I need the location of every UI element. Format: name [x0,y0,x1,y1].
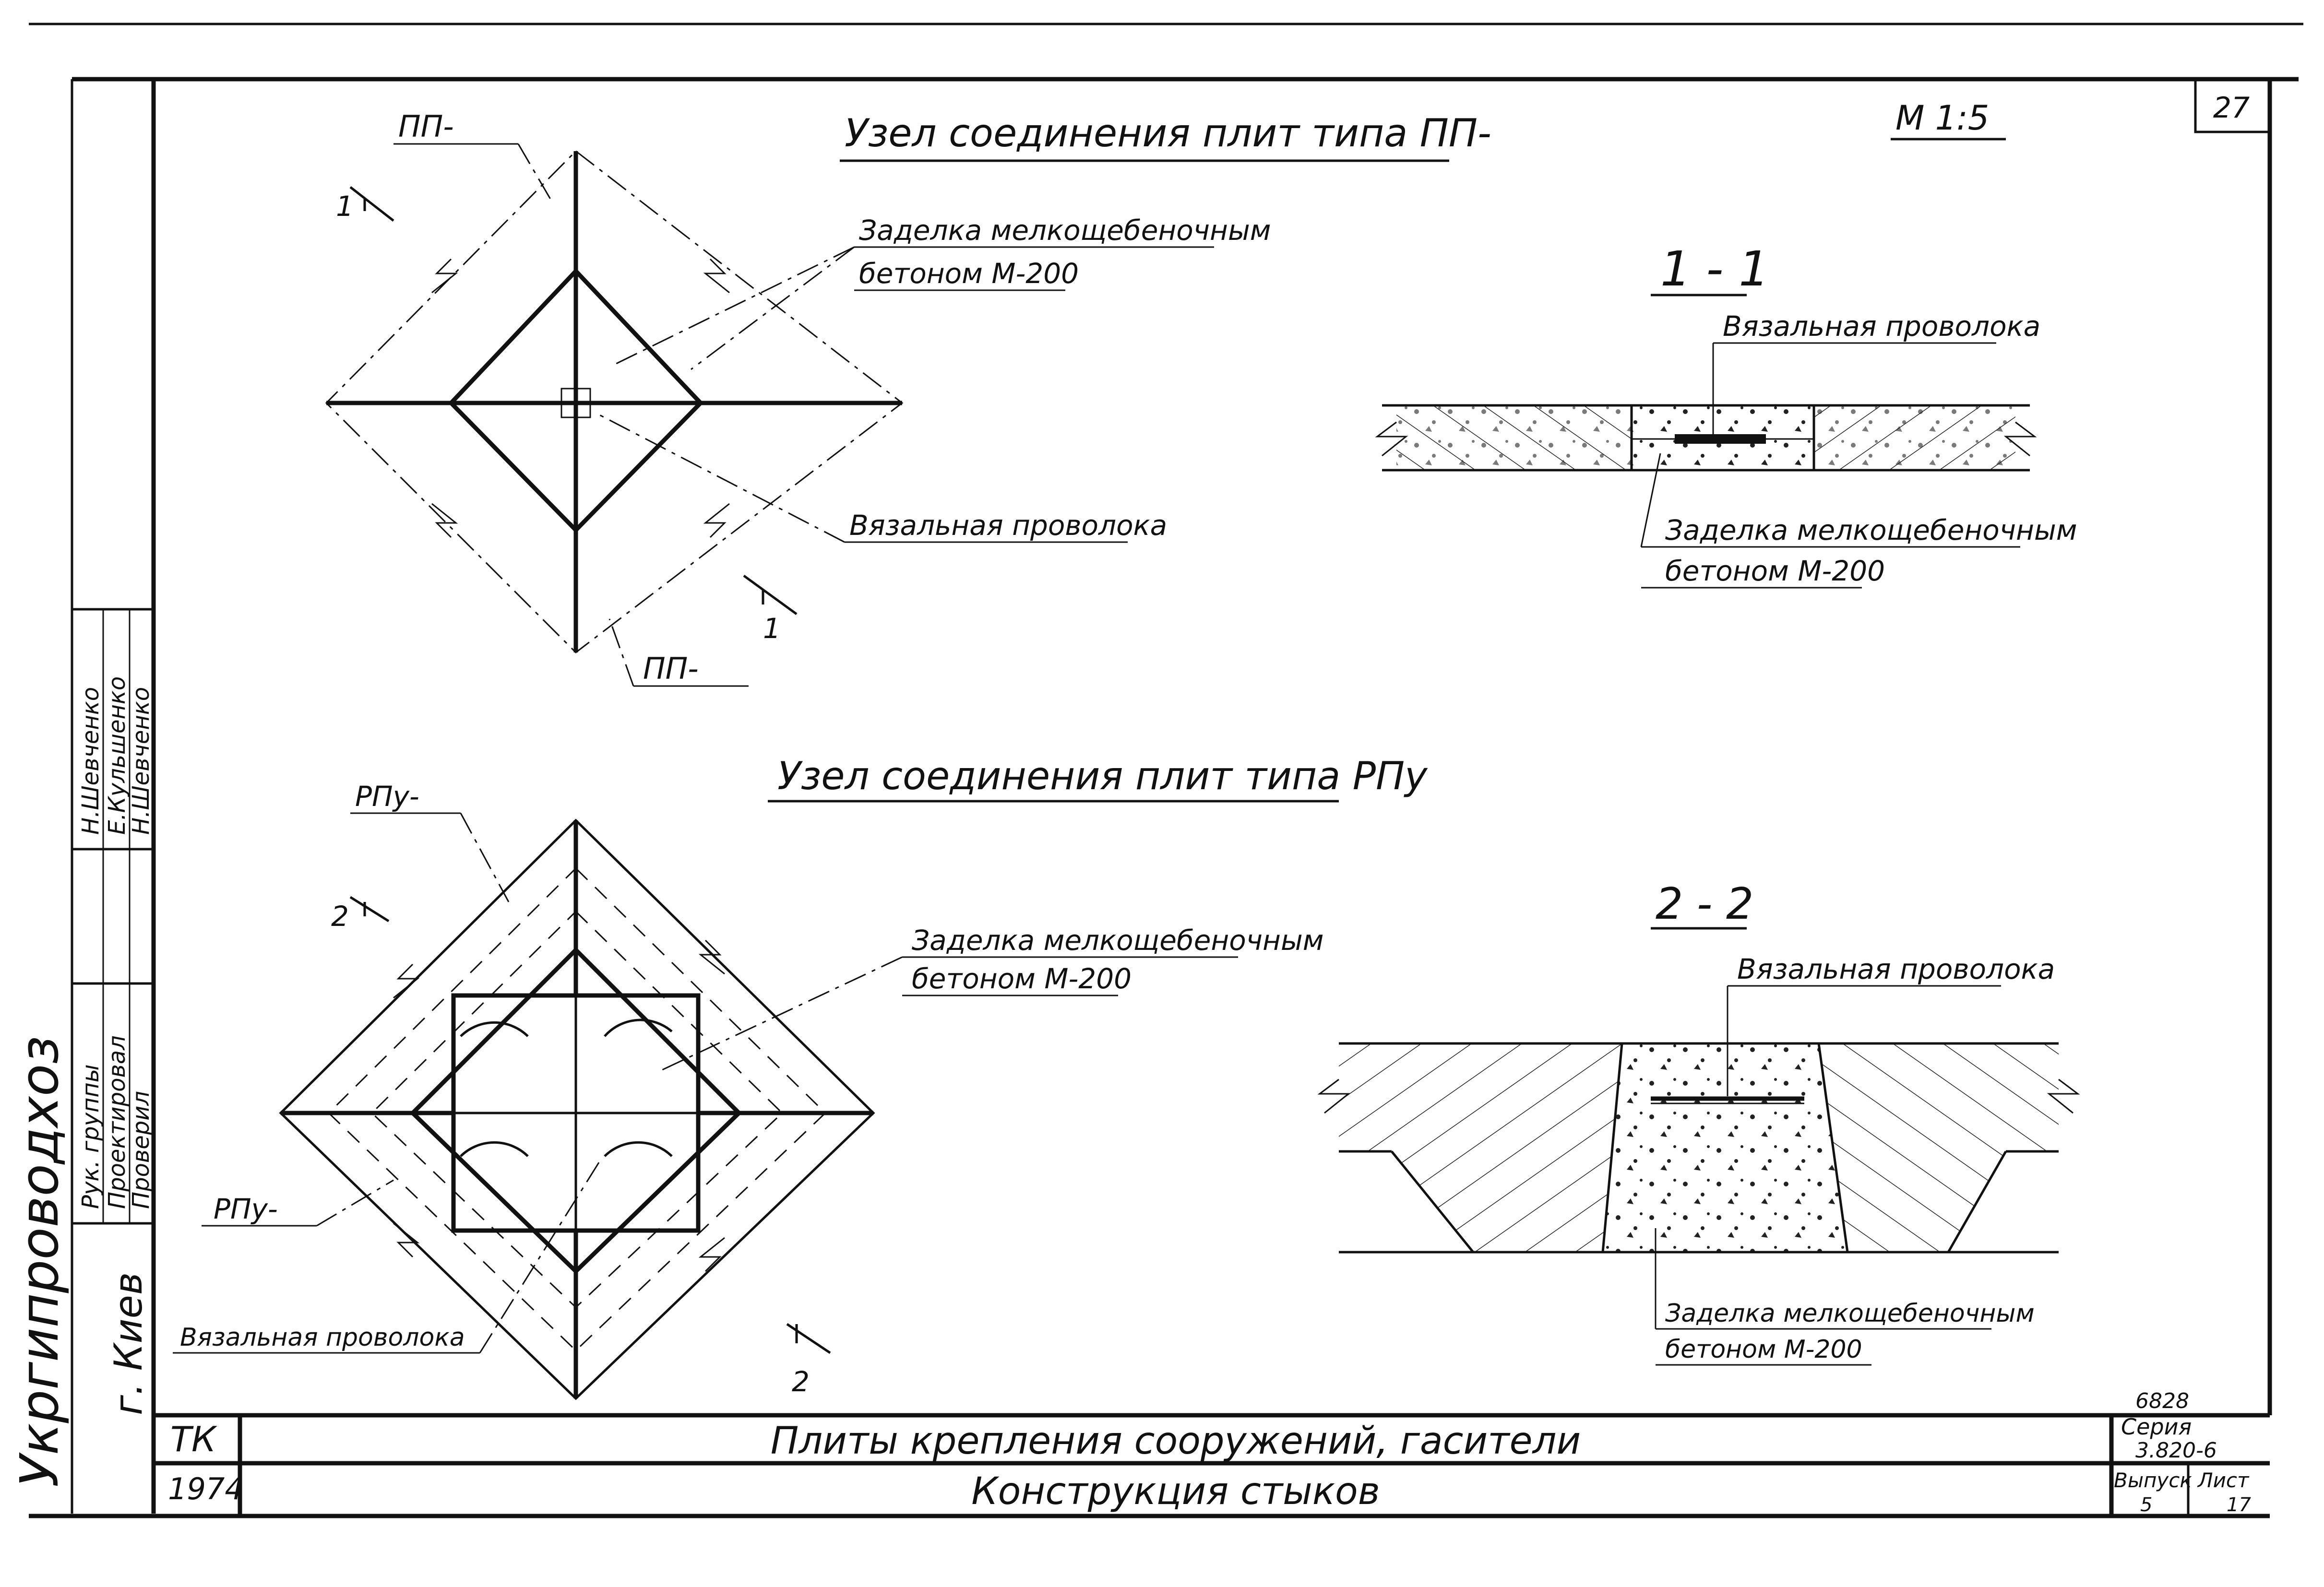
section-1-wire-label: Вязальная проволока [1723,310,2040,343]
side-org: Укргипроводхоз [9,1036,70,1487]
bottom-wire-label: Вязальная проволока [180,1323,465,1352]
tb-code: ТК [170,1419,217,1459]
bottom-fill-line1: Заделка мелкощебеночным [912,924,1324,957]
section-2-fill-line1: Заделка мелкощебеночным [1665,1299,2035,1328]
top-section-mark-bottom: 1 [763,612,781,645]
top-fill-label-line2: бетоном М-200 [859,257,1079,290]
tb-series-label: Серия [2121,1414,2192,1440]
page-number: 27 [2213,91,2250,125]
sheet-frame: 27 [29,23,2303,1518]
bottom-node-title: Узел соединения плит типа РПу [777,754,1428,798]
tb-main-title: Плиты крепления сооружений, гасители [771,1420,1581,1463]
title-block: ТК 1974 Плиты крепления сооружений, гаси… [154,1389,2270,1516]
tb-issue-value: 5 [2140,1494,2152,1516]
top-section-mark-top: 1 [336,190,354,223]
scale-text: М 1:5 [1895,98,1989,138]
side-name-1: Н.Шевченко [77,687,104,835]
section-1-1: 1 - 1 Вязальная проволока Заделка мелкощ… [1375,241,2077,589]
section-1-fill-line1: Заделка мелкощебеночным [1665,514,2077,546]
bottom-fill-line2: бетоном М-200 [912,962,1132,995]
top-plate-label-bottom: ПП- [643,651,699,686]
section-1-title: 1 - 1 [1660,241,1769,297]
top-plate-label-top: ПП- [398,109,454,144]
side-role-3: Проверил [128,1091,155,1209]
section-2-title: 2 - 2 [1656,879,1753,929]
tb-year: 1974 [168,1471,244,1506]
side-name-3: Н.Шевченко [128,687,155,835]
bottom-section-mark-top: 2 [331,900,349,933]
tb-sheet-value: 17 [2227,1494,2251,1516]
side-role-1: Рук. группы [77,1064,104,1209]
tb-ref-number: 6828 [2135,1389,2189,1413]
side-role-2: Проектировал [104,1035,131,1209]
top-node-plan: Узел соединения плит типа ПП- ПП- ПП- За… [325,109,1491,687]
side-name-2: Е.Кульшенко [104,676,131,835]
bottom-node-plan: Узел соединения плит типа РПу РПу- РПу- … [173,754,1428,1400]
top-node-title: Узел соединения плит типа ПП- [845,111,1491,155]
top-wire-label: Вязальная проволока [849,509,1167,542]
tb-sub-title: Конструкция стыков [971,1470,1380,1513]
bottom-section-mark-bottom: 2 [792,1365,810,1398]
section-2-2: 2 - 2 Вязальная проволока Заделка мелкощ… [1317,879,2080,1366]
section-1-fill-line2: бетоном М-200 [1665,555,1885,587]
side-city: г. Киев [106,1272,151,1415]
bottom-plate-label-left: РПу- [214,1193,278,1225]
tb-sheet-label: Лист [2197,1469,2250,1492]
tb-issue-label: Выпуск [2114,1469,2192,1492]
top-fill-label-line1: Заделка мелкощебеночным [859,214,1271,247]
bottom-plate-label-top: РПу- [355,780,419,813]
section-2-fill-line2: бетоном М-200 [1665,1335,1862,1364]
section-2-wire-label: Вязальная проволока [1737,953,2055,985]
scale-label: М 1:5 [1891,98,2006,141]
tb-series-value: 3.820-6 [2135,1438,2217,1463]
side-stamp: Укргипроводхоз г. Киев Рук. группы Проек… [9,79,155,1514]
